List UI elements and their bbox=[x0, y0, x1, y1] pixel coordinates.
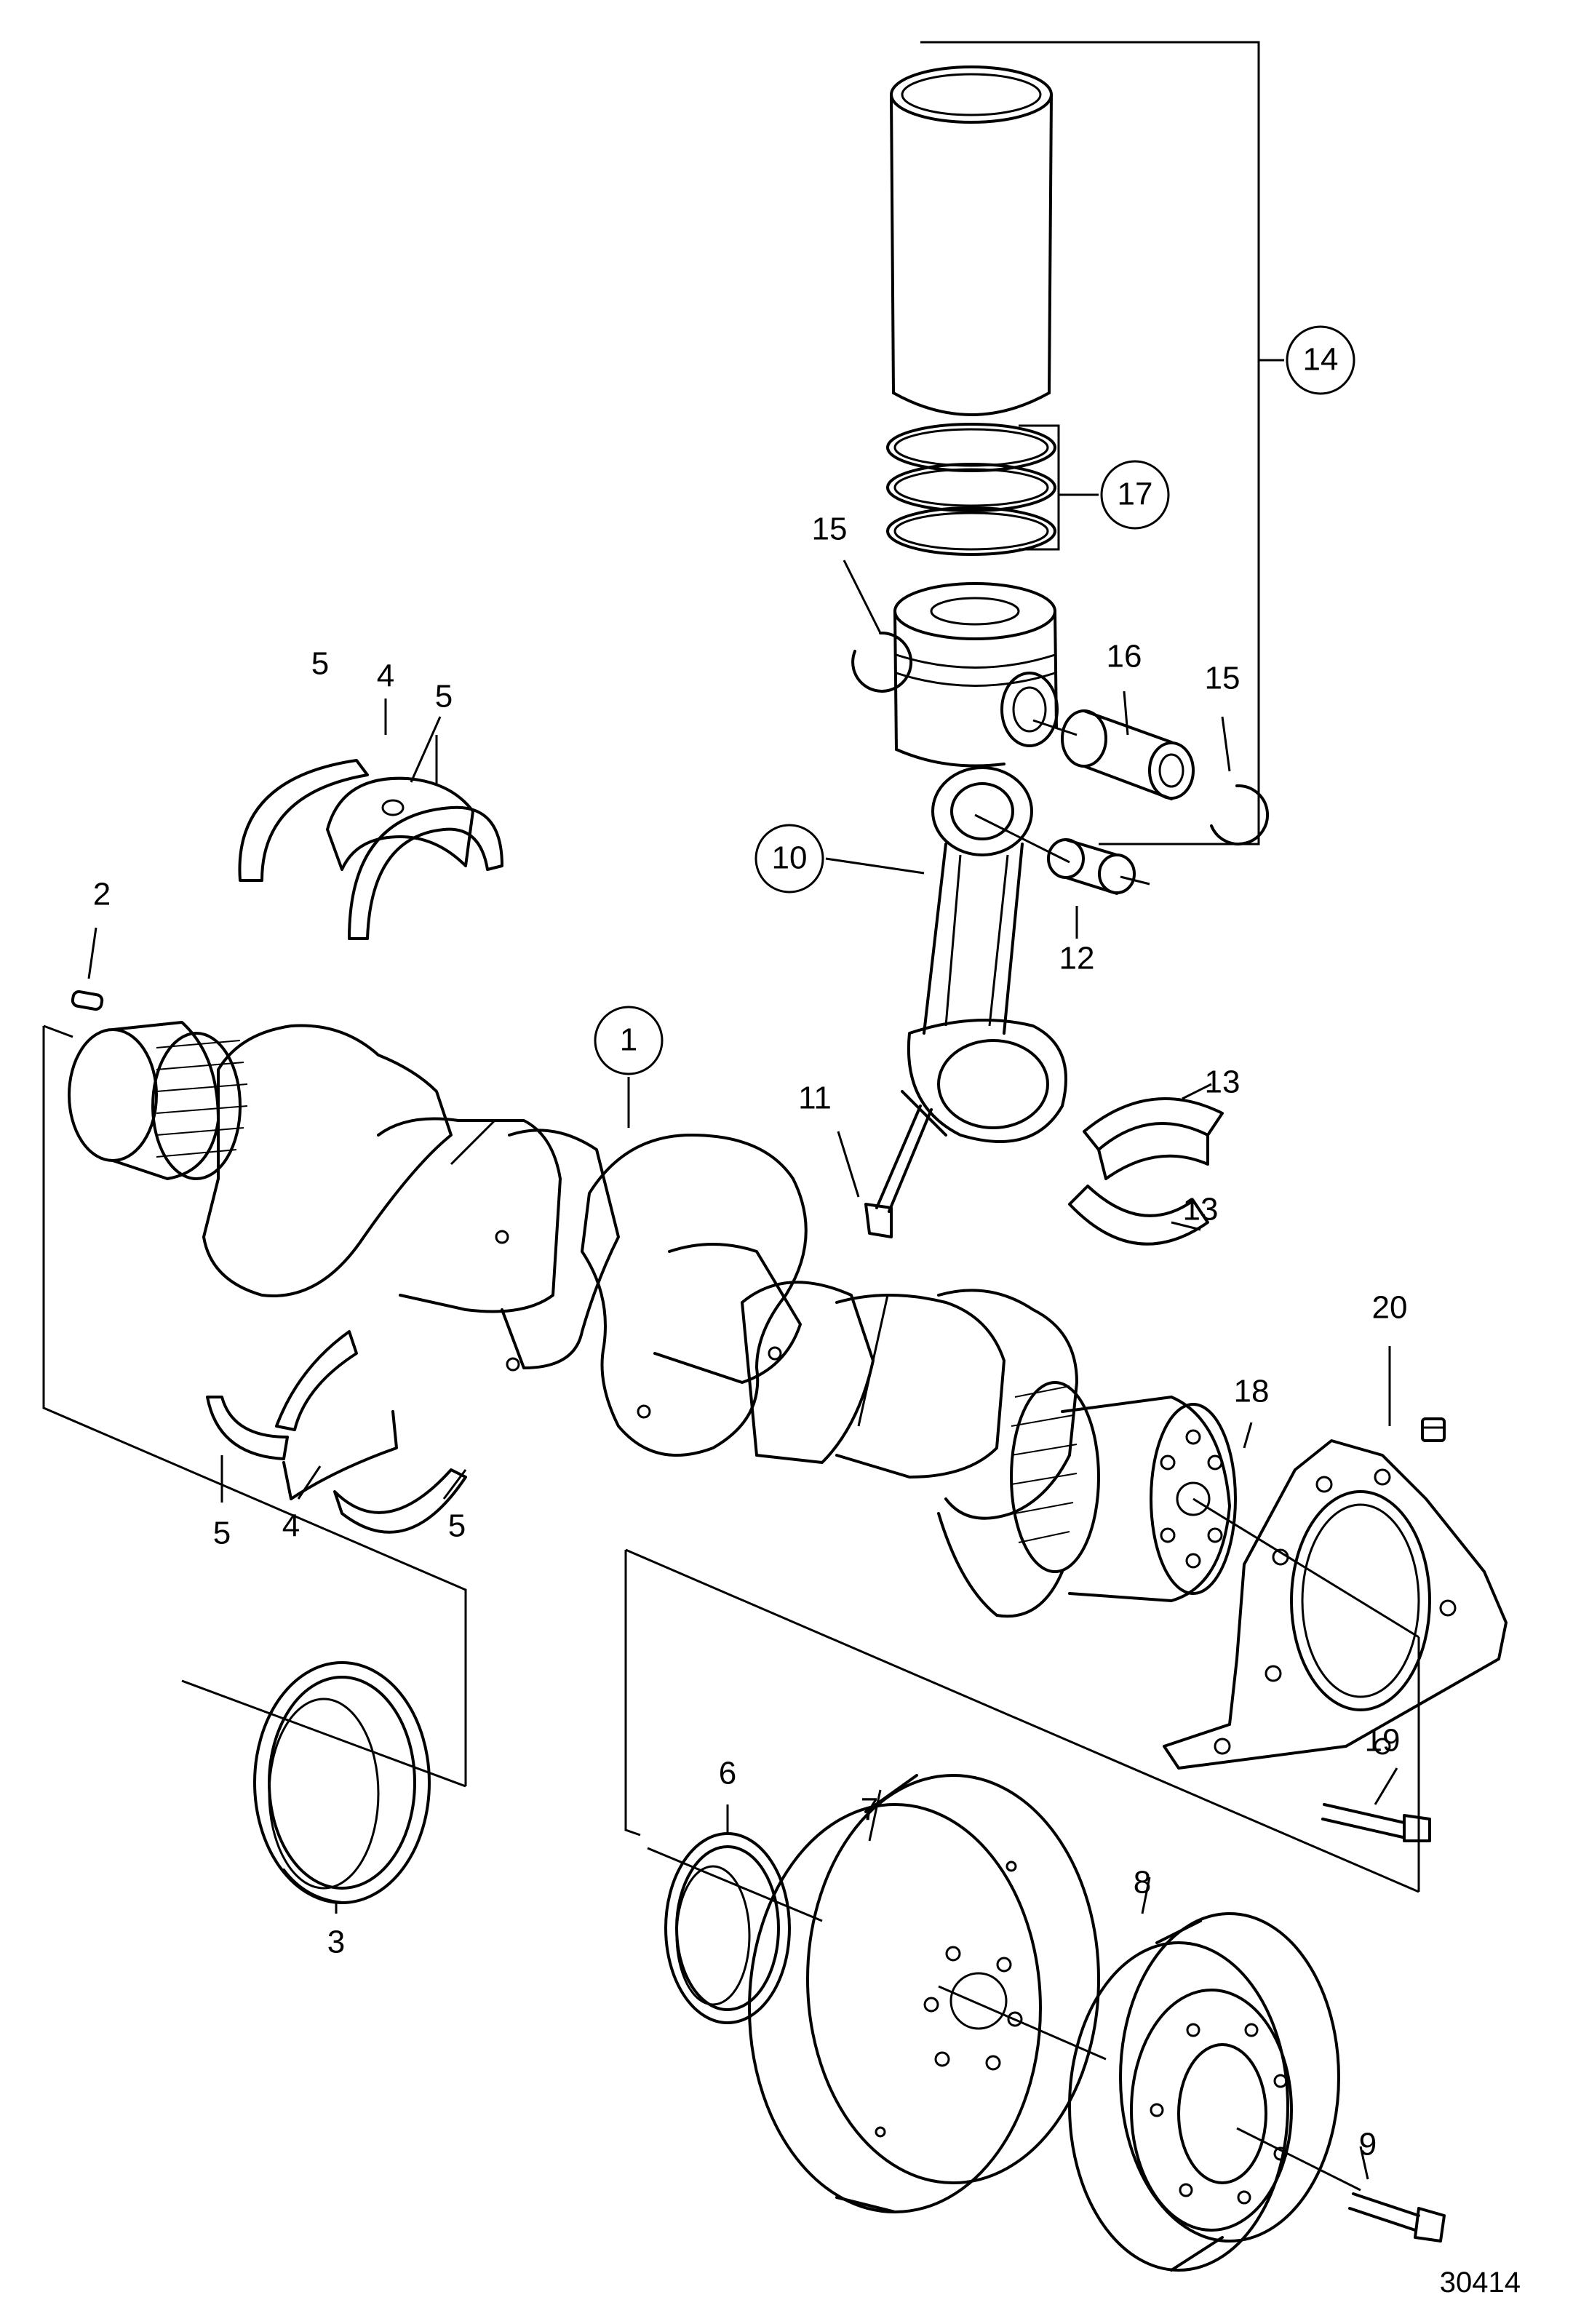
rear-seal-housing bbox=[1163, 1439, 1508, 1770]
callout-13-upper: 13 bbox=[1205, 1064, 1241, 1100]
circlip-right bbox=[1210, 784, 1270, 845]
big-end-bearing-upper bbox=[1083, 1097, 1224, 1180]
rear-assembly-frame bbox=[624, 1548, 1420, 1893]
callout-12: 12 bbox=[1059, 941, 1095, 976]
circlip-left bbox=[851, 631, 913, 693]
vibration-damper bbox=[1068, 1912, 1340, 2272]
assembly-axis-lines bbox=[647, 719, 1419, 2192]
front-assembly-frame bbox=[42, 1024, 467, 1788]
rear-seal bbox=[664, 1832, 791, 2024]
callout-11: 11 bbox=[798, 1081, 832, 1116]
callout-16: 16 bbox=[1107, 639, 1142, 674]
callout-1-bubble bbox=[594, 1006, 664, 1075]
piston-rings bbox=[886, 423, 1056, 556]
front-seal bbox=[253, 1661, 431, 1904]
connecting-rod bbox=[901, 766, 1067, 1143]
callout-7: 7 bbox=[861, 1792, 878, 1828]
callout-17-bubble bbox=[1100, 460, 1170, 530]
crankshaft bbox=[68, 1021, 1237, 1618]
conrod-bolt bbox=[864, 1105, 933, 1238]
callout-2: 2 bbox=[93, 877, 111, 912]
small-end-bushing bbox=[1047, 838, 1136, 895]
callout-10: 10 bbox=[772, 840, 808, 876]
callout-9: 9 bbox=[1359, 2127, 1377, 2162]
callout-6: 6 bbox=[719, 1756, 736, 1791]
main-bearing-shell-upper bbox=[326, 776, 474, 871]
callout-4-lower: 4 bbox=[282, 1508, 300, 1544]
housing-bolt bbox=[1321, 1803, 1431, 1842]
dowel-pin bbox=[71, 990, 104, 1011]
callout-15-right: 15 bbox=[1205, 661, 1241, 696]
callout-18: 18 bbox=[1234, 1374, 1270, 1409]
thrust-washer-lower-left bbox=[206, 1396, 289, 1460]
callout-14: 14 bbox=[1303, 342, 1339, 378]
callout-20: 20 bbox=[1372, 1290, 1408, 1326]
figure-number: 30414 bbox=[1440, 2267, 1521, 2299]
callout-5-upper-right: 5 bbox=[435, 679, 453, 715]
thrust-washer-upper-right bbox=[348, 805, 503, 940]
callout-14-bubble bbox=[1286, 325, 1355, 395]
callout-8: 8 bbox=[1134, 1865, 1151, 1901]
callout-4-upper: 4 bbox=[377, 658, 394, 694]
big-end-bearing-lower bbox=[1068, 1185, 1209, 1246]
callout-5-upper-left: 5 bbox=[311, 646, 329, 682]
callout-15-left: 15 bbox=[812, 512, 848, 547]
thrust-washer-upper-left bbox=[238, 759, 369, 882]
callout-5-lower-right: 5 bbox=[448, 1508, 466, 1544]
group-bracket-14 bbox=[920, 41, 1284, 845]
callout-5-lower-left: 5 bbox=[213, 1516, 231, 1551]
callout-13-lower: 13 bbox=[1183, 1192, 1219, 1227]
flywheel bbox=[748, 1774, 1100, 2213]
callout-17: 17 bbox=[1118, 477, 1153, 512]
plug bbox=[1421, 1417, 1446, 1442]
main-bearing-shell-lower bbox=[275, 1330, 398, 1500]
group-bracket-17 bbox=[1019, 424, 1099, 551]
damper-bolt bbox=[1348, 2192, 1446, 2243]
callout-19: 19 bbox=[1365, 1723, 1401, 1759]
callout-3: 3 bbox=[327, 1925, 345, 1960]
callout-10-bubble bbox=[754, 824, 824, 894]
thrust-washer-lower-right bbox=[333, 1468, 467, 1534]
leader-lines bbox=[87, 560, 1398, 2180]
piston bbox=[893, 582, 1059, 768]
callout-1: 1 bbox=[620, 1022, 637, 1058]
cylinder-liner bbox=[890, 65, 1053, 416]
